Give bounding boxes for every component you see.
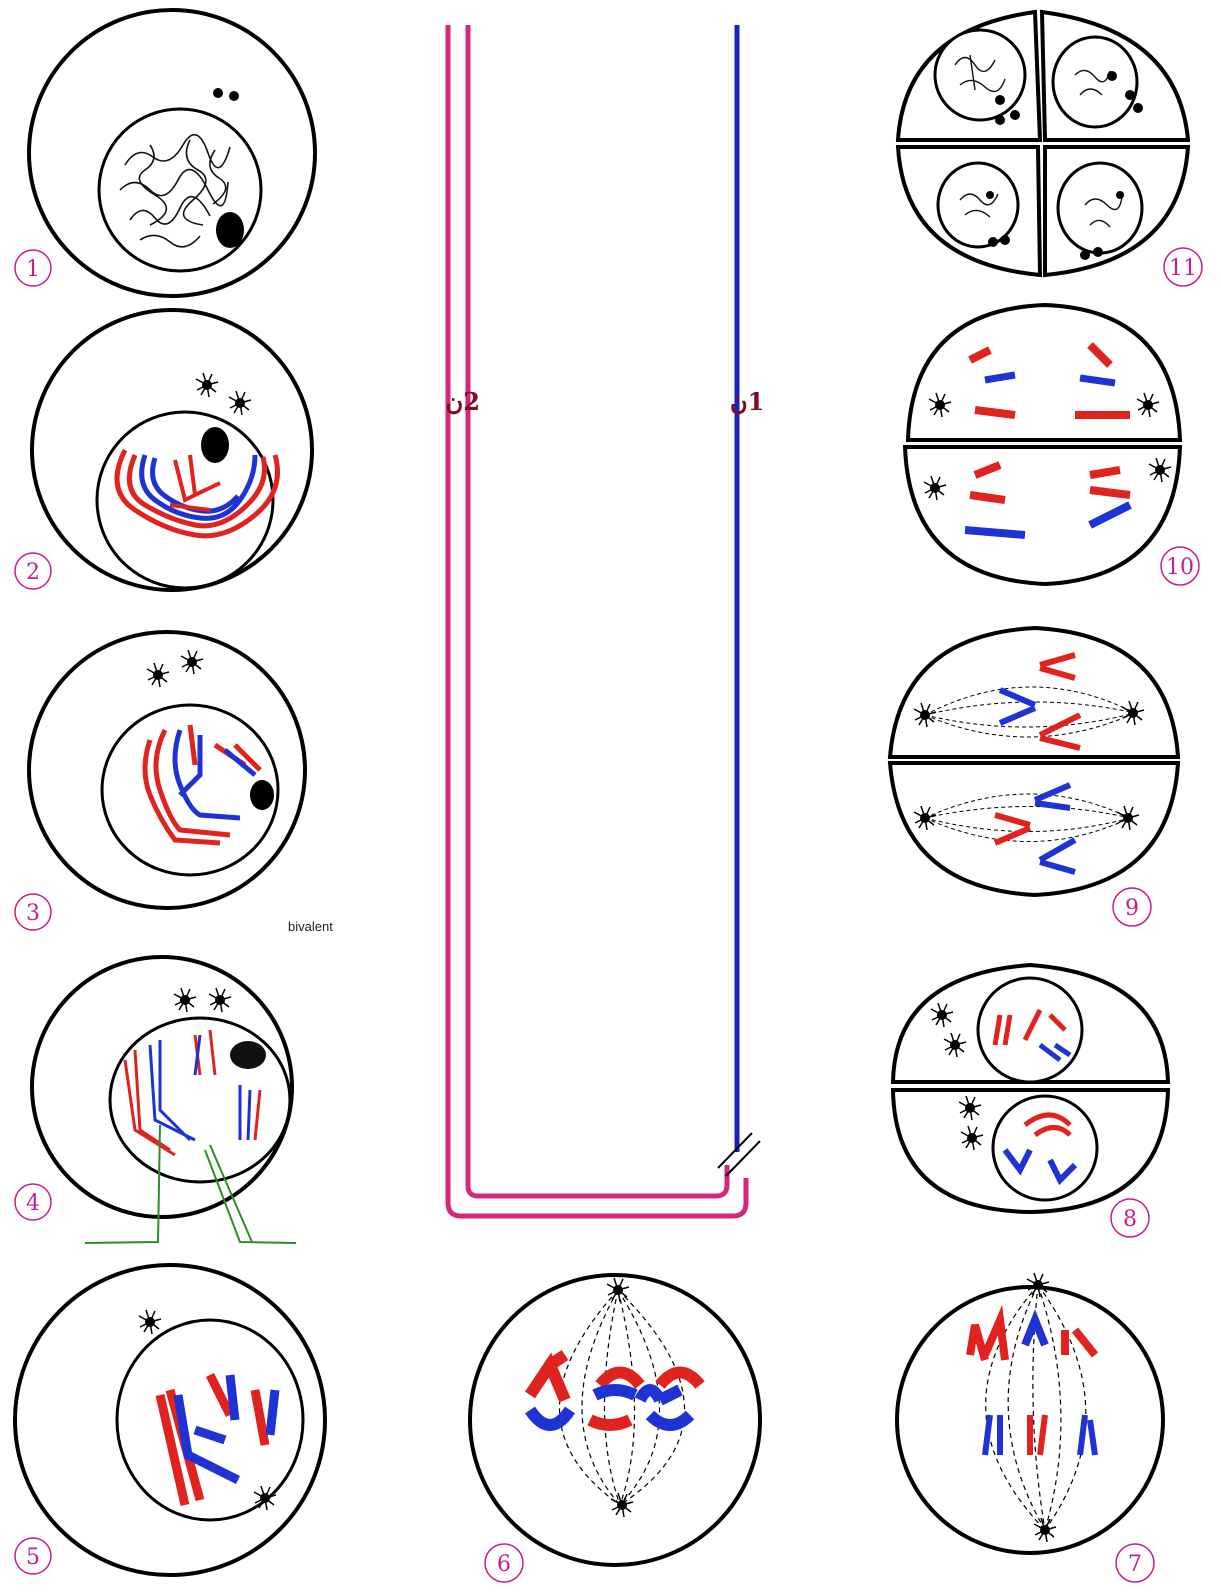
diploid-line-inner (468, 25, 727, 1196)
centriole (213, 88, 223, 98)
svg-text:11: 11 (1169, 256, 1197, 281)
centriole (229, 91, 239, 101)
stage-label-11: 11 (1164, 248, 1202, 286)
diploid-line-outer (448, 25, 746, 1216)
svg-text:1: 1 (26, 257, 40, 282)
stage-label-9: 9 (1113, 888, 1151, 926)
stage-label-2: 2 (15, 553, 51, 589)
cell-stage-1 (29, 10, 315, 296)
cell-stage-7 (897, 1273, 1163, 1553)
stage-label-8: 8 (1111, 1199, 1149, 1237)
haploid-label: 1ن (730, 387, 764, 416)
nucleolus (230, 1041, 266, 1069)
stage-label-7: 7 (1116, 1544, 1154, 1582)
cell-stage-9 (890, 628, 1178, 895)
cell-stage-2 (32, 310, 312, 590)
cell-stage-10 (905, 305, 1180, 584)
svg-text:10: 10 (1166, 555, 1194, 580)
nucleolus (216, 212, 244, 248)
diploid-label: 2ن (446, 387, 480, 416)
stage-label-1: 1 (15, 250, 51, 286)
stage-label-3: 3 (15, 894, 51, 930)
stage-label-6: 6 (485, 1544, 523, 1582)
svg-text:9: 9 (1125, 896, 1139, 921)
cell-stage-3 (29, 632, 305, 908)
break-mark-2 (726, 1141, 760, 1176)
cell-stage-6 (470, 1275, 760, 1565)
svg-text:2: 2 (26, 560, 40, 585)
cell-stage-5 (15, 1265, 325, 1575)
nucleolus (201, 427, 229, 463)
bivalent-annotation: bivalent (288, 919, 333, 934)
svg-text:3: 3 (26, 901, 40, 926)
cell-stage-4 (32, 957, 296, 1243)
nucleolus (250, 780, 274, 810)
cell-stage-8 (893, 965, 1168, 1212)
stage-label-4: 4 (15, 1184, 51, 1220)
ploidy-lines: 2ن 1ن (446, 25, 765, 1216)
svg-text:7: 7 (1128, 1552, 1142, 1577)
svg-text:4: 4 (26, 1191, 40, 1216)
svg-text:8: 8 (1123, 1207, 1137, 1232)
stage-label-5: 5 (15, 1538, 51, 1574)
svg-text:6: 6 (497, 1552, 511, 1577)
stage-label-10: 10 (1161, 547, 1199, 585)
cell-stage-11 (898, 12, 1188, 275)
svg-text:5: 5 (26, 1545, 40, 1570)
